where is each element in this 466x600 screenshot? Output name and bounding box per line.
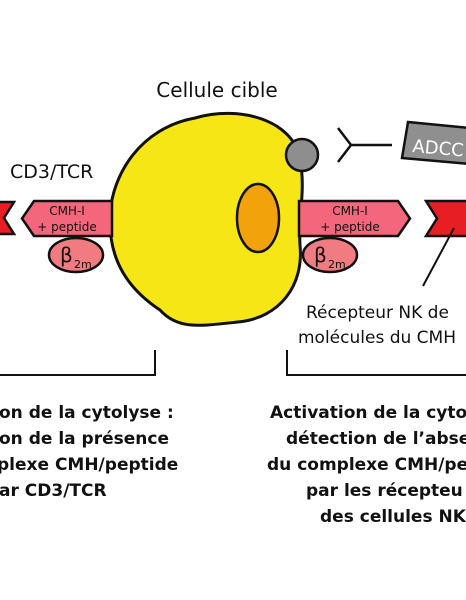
left-bracket [0,350,156,376]
adcc-label: ADCC [412,136,465,161]
caption-right-line: par les récepteu [306,481,463,501]
right-mhc-arrow [297,199,412,238]
caption-left-line: plexe CMH/peptide [0,455,178,475]
caption-right-line: Activation de la cytol [270,403,466,423]
left-mhc-line2: + peptide [37,220,97,234]
grey-ligand [284,137,320,173]
nk-receptor-line2: molécules du CMH [298,328,456,348]
caption-left-line: ar CD3/TCR [0,481,107,501]
left-red-arrowhead [0,200,17,236]
caption-right-line: du complexe CMH/pe [267,455,466,475]
caption-right-line: détection de l’abse [286,429,466,449]
caption-right: Activation de la cytol détection de l’ab… [267,403,466,527]
left-b2m [47,236,105,274]
right-mhc-line1: CMH-I [332,204,368,218]
right-bracket [286,350,466,376]
left-b2m-sub: 2m [74,258,92,271]
cd3-tcr-label: CD3/TCR [10,161,93,183]
caption-left: on de la cytolyse : on de la présence pl… [0,403,178,501]
caption-left-line: on de la présence [0,429,169,449]
nk-receptor-line1: Récepteur NK de [306,303,449,323]
caption-right-line: des cellules NK [320,507,466,527]
cell-nucleus [235,182,281,254]
right-mhc-line2: + peptide [320,220,380,234]
left-mhc-arrow [20,199,114,238]
caption-left-line: on de la cytolyse : [0,403,174,423]
right-b2m [301,236,359,274]
right-b2m-beta: β [314,243,327,267]
left-mhc-line1: CMH-I [49,204,85,218]
adcc-banner [400,120,466,165]
cell-title: Cellule cible [156,78,277,102]
antibody-chevron [337,127,392,163]
right-red-arrow [423,199,466,238]
right-b2m-sub: 2m [328,258,346,271]
left-b2m-beta: β [60,243,73,267]
nk-receptor-pointer [422,227,455,287]
